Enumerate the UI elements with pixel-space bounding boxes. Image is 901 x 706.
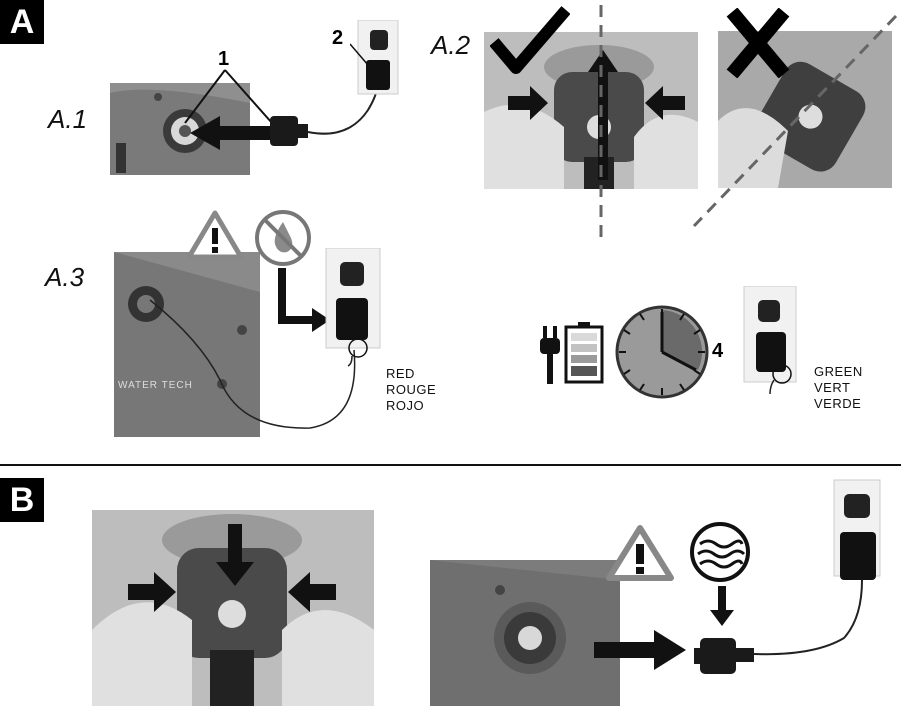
step-a3-label: A.3 bbox=[45, 262, 85, 292]
b-squeeze-press-photo bbox=[92, 510, 374, 706]
diagonal-dashed-axis bbox=[692, 14, 898, 228]
green-status-label: GREEN VERT VERDE bbox=[814, 364, 863, 412]
red-status-label: RED ROUGE ROJO bbox=[386, 366, 436, 414]
section-b-badge: B bbox=[0, 478, 44, 522]
squeeze-left-arrow-icon bbox=[508, 86, 548, 120]
callout-2: 2 bbox=[332, 27, 344, 49]
insert-arrow-icon bbox=[190, 116, 270, 150]
cross-icon bbox=[726, 8, 790, 78]
section-divider bbox=[0, 464, 901, 466]
no-water-icon bbox=[255, 210, 311, 266]
battery-charging-icon bbox=[564, 322, 604, 384]
device-brand-text: WATER TECH bbox=[118, 380, 193, 391]
wall-outlet-green-charger bbox=[743, 286, 797, 395]
b-insert-arrow-icon bbox=[594, 630, 686, 670]
step-a2-label: A.2 bbox=[431, 30, 471, 60]
b-press-down-arrow-icon bbox=[216, 524, 254, 586]
green-status-en: GREEN bbox=[814, 364, 863, 379]
b-warning-icon bbox=[606, 525, 674, 581]
warning-icon bbox=[186, 210, 244, 260]
plug-icon bbox=[540, 326, 560, 384]
b-squeeze-left-arrow-icon bbox=[128, 572, 176, 612]
red-status-es: ROJO bbox=[386, 398, 425, 413]
callout-1: 1 bbox=[218, 48, 230, 70]
section-a-badge: A bbox=[0, 0, 44, 44]
checkmark-icon bbox=[490, 6, 570, 74]
vertical-dashed-axis bbox=[599, 5, 603, 237]
red-status-en: RED bbox=[386, 366, 415, 381]
a3-device-charging-photo bbox=[114, 252, 260, 437]
green-status-fr: VERT bbox=[814, 380, 851, 395]
red-status-fr: ROUGE bbox=[386, 382, 437, 397]
callout-4: 4 bbox=[712, 340, 724, 362]
route-to-outlet-arrow-icon bbox=[278, 268, 330, 332]
callout-1-lines bbox=[184, 69, 273, 124]
b-down-arrow-icon bbox=[710, 586, 734, 626]
clock-icon bbox=[615, 305, 709, 399]
green-status-es: VERDE bbox=[814, 396, 862, 411]
pull-up-arrow-icon bbox=[588, 50, 618, 180]
b-squeeze-right-arrow-icon bbox=[288, 572, 336, 612]
b-device-port-photo bbox=[430, 560, 620, 706]
squeeze-right-arrow-icon bbox=[645, 86, 685, 120]
step-a1-label: A.1 bbox=[48, 104, 88, 134]
a3-charging-cord bbox=[149, 299, 356, 429]
wall-outlet-adapter bbox=[350, 20, 399, 95]
b-charger-connector bbox=[694, 479, 881, 674]
wall-outlet-red-charger bbox=[325, 248, 381, 367]
water-waves-icon bbox=[690, 522, 750, 582]
